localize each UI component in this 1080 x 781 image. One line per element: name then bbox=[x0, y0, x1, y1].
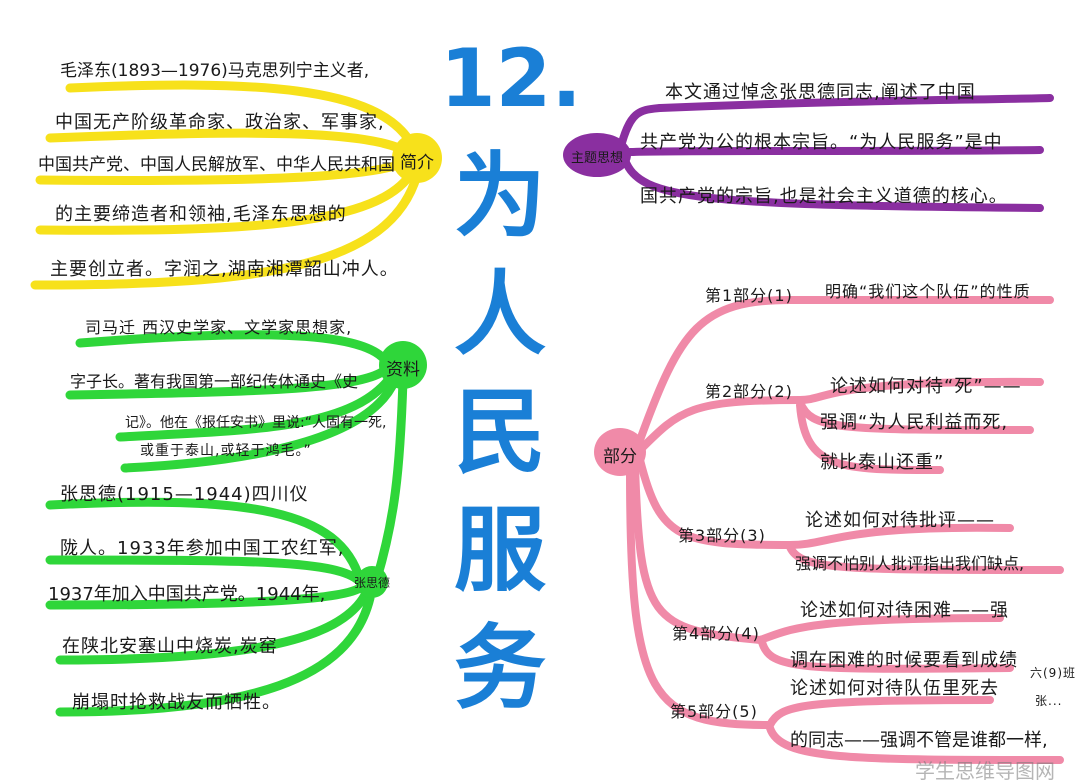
intro-line: 毛泽东(1893—1976)马克思列宁主义者, bbox=[60, 61, 370, 81]
theme-line: 本文通过悼念张思德同志,阐述了中国 bbox=[665, 82, 976, 103]
parts-branches bbox=[626, 296, 1064, 764]
theme-node-label: 主题思想 bbox=[570, 151, 623, 166]
intro-line: 的主要缔造者和领袖,毛泽东思想的 bbox=[55, 204, 347, 225]
material-line: 记》。他在《报任安书》里说:“人固有一死, bbox=[125, 415, 387, 431]
part-label: 第1部分(1) bbox=[705, 286, 793, 305]
zhangside-line: 1937年加入中国共产党。1944年, bbox=[48, 584, 326, 605]
intro-node bbox=[392, 133, 442, 183]
part-line: 论述如何对待困难——强 bbox=[800, 600, 1009, 621]
signature-class: 六(9)班 bbox=[1030, 666, 1076, 680]
intro-line: 主要创立者。字润之,湖南湘潭韶山冲人。 bbox=[50, 259, 399, 280]
page-title: 12. 为人民服务 bbox=[440, 20, 582, 728]
zhangside-line: 在陕北安塞山中烧炭,炭窑 bbox=[62, 636, 278, 657]
theme-node bbox=[563, 133, 631, 177]
material-line: 或重于泰山,或轻于鸿毛。” bbox=[140, 443, 312, 459]
signature-name: 张... bbox=[1035, 694, 1063, 708]
part-line: 强调“为人民利益而死, bbox=[820, 412, 1009, 433]
zhangside-line: 张思德(1915—1944)四川仪 bbox=[60, 484, 309, 505]
intro-branches bbox=[30, 80, 422, 290]
part-label: 第2部分(2) bbox=[705, 382, 793, 401]
title-char: 服 bbox=[453, 497, 546, 604]
theme-line: 共产党为公的根本宗旨。“为人民服务”是中 bbox=[640, 132, 1003, 153]
intro-node-label: 简介 bbox=[400, 153, 434, 173]
part-label: 第3部分(3) bbox=[678, 526, 766, 545]
part-line: 论述如何对待“死”—— bbox=[830, 376, 1022, 397]
intro-line: 中国共产党、中国人民解放军、中华人民共和国 bbox=[38, 155, 395, 175]
material-branches bbox=[45, 330, 408, 717]
part-line: 就比泰山还重” bbox=[820, 452, 945, 473]
material-node bbox=[379, 341, 427, 389]
part-line: 明确“我们这个队伍”的性质 bbox=[825, 282, 1031, 301]
material-line: 司马迁 西汉史学家、文学家思想家, bbox=[85, 318, 353, 337]
zhangside-line: 陇人。1933年参加中国工农红军, bbox=[60, 538, 345, 559]
title-number: 12. bbox=[440, 32, 582, 125]
part-label: 第5部分(5) bbox=[670, 702, 758, 721]
theme-branches bbox=[616, 94, 1054, 212]
part-label: 第4部分(4) bbox=[672, 624, 760, 643]
theme-line: 国共产党的宗旨,也是社会主义道德的核心。 bbox=[640, 186, 1008, 207]
parts-node bbox=[594, 428, 646, 476]
watermark: 学生思维导图网 bbox=[915, 759, 1055, 781]
zhangside-node bbox=[356, 566, 388, 598]
zhangside-node-label: 张思德 bbox=[353, 576, 390, 590]
title-char: 民 bbox=[453, 379, 546, 486]
title-char: 人 bbox=[453, 261, 546, 368]
material-node-label: 资料 bbox=[386, 360, 420, 380]
intro-line: 中国无产阶级革命家、政治家、军事家, bbox=[55, 112, 385, 133]
part-line: 论述如何对待批评—— bbox=[805, 510, 995, 531]
zhangside-line: 崩塌时抢救战友而牺牲。 bbox=[72, 692, 281, 713]
title-char: 为 bbox=[453, 143, 546, 250]
part-line: 强调不怕别人批评指出我们缺点, bbox=[795, 554, 1025, 573]
part-line: 的同志——强调不管是谁都一样, bbox=[790, 730, 1048, 751]
title-char: 务 bbox=[453, 615, 546, 722]
material-line: 字子长。著有我国第一部纪传体通史《史 bbox=[70, 372, 359, 391]
parts-node-label: 部分 bbox=[603, 447, 637, 467]
part-line: 论述如何对待队伍里死去 bbox=[790, 678, 999, 699]
part-line: 调在困难的时候要看到成绩 bbox=[790, 650, 1018, 671]
